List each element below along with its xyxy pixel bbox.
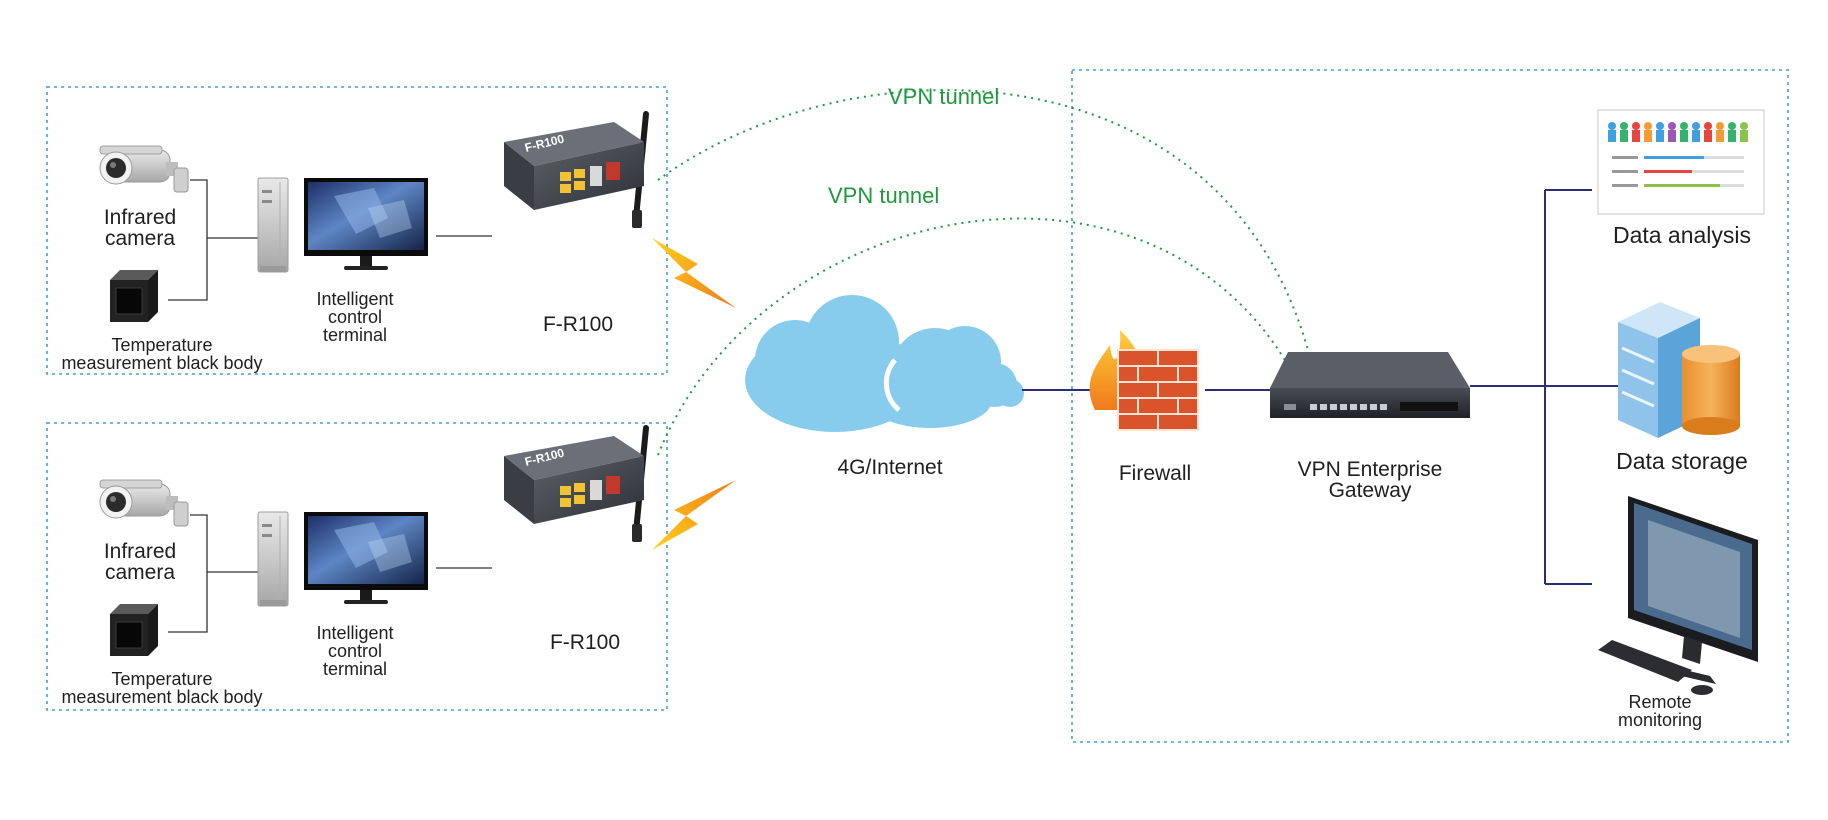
firewall-icon xyxy=(1089,330,1199,431)
terminal-label-line: terminal xyxy=(322,659,388,679)
camera-label-2: Infrared camera xyxy=(100,541,180,583)
site-box-1 xyxy=(46,86,668,375)
monitor-icon xyxy=(304,512,428,604)
site-2-wiring xyxy=(168,514,492,633)
camera-label-1: Infrared camera xyxy=(100,207,180,249)
lightning-icon xyxy=(652,238,736,308)
blackbody-label-1: Temperature measurement black body xyxy=(52,336,272,372)
monitor-icon xyxy=(304,178,428,270)
server-database-icon xyxy=(1618,302,1740,438)
terminal-label-2: Intelligent control terminal xyxy=(300,624,410,678)
remote-monitoring-line: monitoring xyxy=(1617,710,1703,730)
backbone-links xyxy=(1022,189,1622,585)
router-icon xyxy=(504,114,646,228)
camera-label-line: camera xyxy=(104,561,176,584)
firewall-label: Firewall xyxy=(1118,462,1192,485)
remote-monitoring-label: Remote monitoring xyxy=(1600,693,1720,729)
site-box-2 xyxy=(46,422,668,711)
gateway-label-line: Gateway xyxy=(1328,479,1412,502)
pc-tower-icon xyxy=(257,177,289,273)
gateway-label: VPN Enterprise Gateway xyxy=(1260,459,1480,501)
blackbody-icon xyxy=(109,269,159,323)
terminal-label-line: Intelligent xyxy=(316,289,394,309)
infrared-camera-icon xyxy=(99,145,189,193)
blackbody-label-line: measurement black body xyxy=(61,353,263,373)
remote-monitoring-line: Remote xyxy=(1628,692,1692,712)
vpn-tunnel-arc-1 xyxy=(657,89,1309,351)
blackbody-label-line: measurement black body xyxy=(61,687,263,707)
gateway-icon xyxy=(1270,352,1470,418)
terminal-label-line: Intelligent xyxy=(316,623,394,643)
vpn-tunnel-label-1: VPN tunnel xyxy=(888,84,1000,109)
data-analysis-label: Data analysis xyxy=(1612,222,1752,248)
blackbody-icon xyxy=(109,603,159,657)
camera-label-line: Infrared xyxy=(103,206,177,229)
cloud-icon xyxy=(745,295,1024,432)
camera-label-line: Infrared xyxy=(103,540,177,563)
terminal-label-line: control xyxy=(327,641,383,661)
lightning-icon xyxy=(652,480,736,550)
blackbody-label-line: Temperature xyxy=(111,335,213,355)
router-icon xyxy=(504,428,646,542)
router-label-1: F-R100 xyxy=(542,313,614,336)
imac-icon xyxy=(1598,496,1758,695)
router-label-2: F-R100 xyxy=(549,631,621,654)
analysis-dashboard-icon xyxy=(1597,109,1765,215)
terminal-label-line: control xyxy=(327,307,383,327)
camera-label-line: camera xyxy=(104,227,176,250)
infrared-camera-icon xyxy=(99,479,189,527)
data-storage-label: Data storage xyxy=(1616,448,1748,474)
blackbody-label-2: Temperature measurement black body xyxy=(52,670,272,706)
gateway-label-line: VPN Enterprise xyxy=(1297,458,1443,481)
cloud-label: 4G/Internet xyxy=(837,456,943,479)
pc-tower-icon xyxy=(257,511,289,607)
datacenter-box xyxy=(1071,69,1789,743)
terminal-label-line: terminal xyxy=(322,325,388,345)
site-1-wiring xyxy=(168,179,492,301)
terminal-label-1: Intelligent control terminal xyxy=(300,290,410,344)
blackbody-label-line: Temperature xyxy=(111,669,213,689)
vpn-tunnel-label-2: VPN tunnel xyxy=(828,183,940,208)
